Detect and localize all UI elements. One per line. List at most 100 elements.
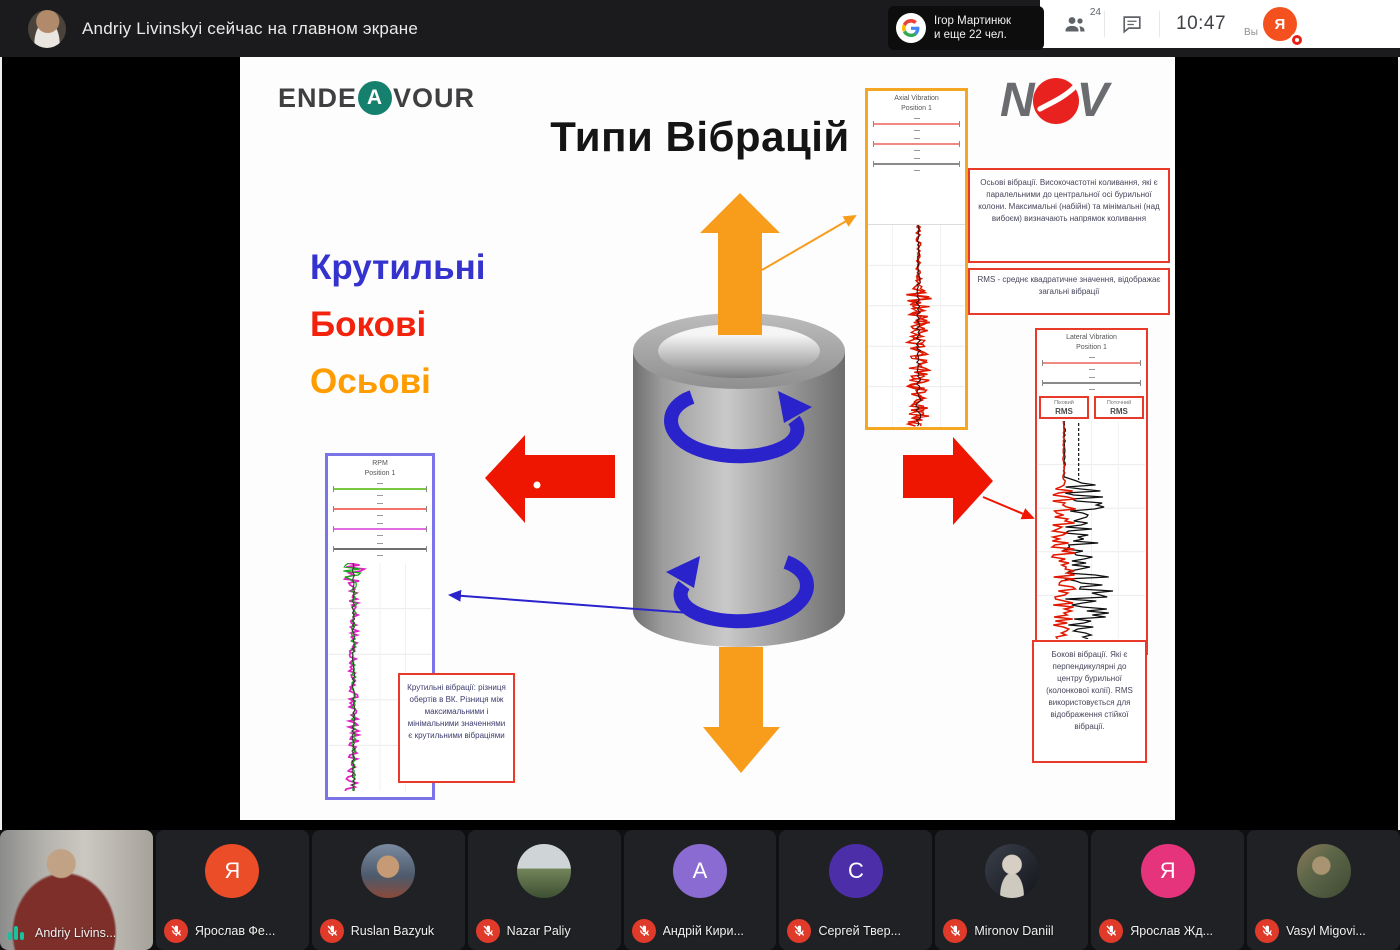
notification-toast[interactable]: Ігор Мартинюк и еще 22 чел. <box>888 6 1044 50</box>
participants-count-badge: 24 <box>1089 7 1101 18</box>
axial-panel-title: Axial Vibration <box>894 95 939 102</box>
rms-box-value: RMS <box>1055 406 1073 416</box>
participant-name: Vasyl Migovi... <box>1286 924 1366 938</box>
participant-tile[interactable]: А Андрій Кири... <box>623 830 777 950</box>
rms-box-caption: Поточний <box>1106 400 1132 407</box>
nov-logo-n: N <box>1000 74 1035 127</box>
toolbar-divider <box>1104 11 1105 37</box>
toast-participant-count: и еще 22 чел. <box>934 29 1007 41</box>
participant-name: Ruslan Bazyuk <box>350 924 435 938</box>
endeavour-logo: ENDE A VOUR <box>278 81 475 115</box>
participant-name: Andriy Livins... <box>35 926 117 940</box>
participant-tile[interactable]: Andriy Livins... <box>0 830 153 950</box>
mic-muted-icon <box>943 919 968 943</box>
mic-muted-icon <box>1255 919 1280 943</box>
participant-name: Ярослав Жд... <box>1130 924 1214 938</box>
rpm-panel-title: RPM <box>372 460 388 467</box>
lateral-panel-subtitle: Position 1 <box>1076 344 1107 352</box>
participant-tile[interactable]: Ruslan Bazyuk <box>311 830 465 950</box>
participant-name: Андрій Кири... <box>662 924 744 938</box>
connector-to-lateral-panel <box>982 496 1035 520</box>
participant-name-row: Сергей Твер... <box>787 919 926 943</box>
axial-arrow-down <box>703 647 780 773</box>
presenter-avatar <box>28 9 66 48</box>
participant-name: Ярослав Фе... <box>194 924 276 938</box>
toolbar-divider <box>1159 11 1160 37</box>
google-logo-icon <box>896 13 926 43</box>
mic-muted-icon <box>475 919 500 943</box>
endeavour-logo-text: VOUR <box>393 82 476 113</box>
self-avatar[interactable]: Я <box>1262 7 1304 47</box>
axial-vibration-panel: Axial Vibration Position 1 <box>865 88 968 430</box>
vibration-type-torsional: Крутильні <box>310 248 486 287</box>
slider-row <box>330 539 430 559</box>
participant-avatar: С <box>828 844 883 898</box>
mic-muted-icon <box>319 919 344 943</box>
slider-row <box>870 134 963 154</box>
mic-muted-icon <box>787 919 812 943</box>
rpm-chart <box>329 563 431 792</box>
self-avatar-letter: Я <box>1274 15 1286 33</box>
slider-row <box>330 499 430 519</box>
toast-participant-name: Ігор Мартинюк <box>934 14 1012 27</box>
participant-avatar <box>517 844 572 898</box>
rms-box: Поточний RMS <box>1094 396 1144 420</box>
mic-muted-icon <box>1099 919 1124 943</box>
rms-box: Піковий RMS <box>1039 396 1089 420</box>
participant-name: Nazar Paliy <box>506 924 571 938</box>
participant-tile[interactable]: Mironov Daniil <box>935 830 1089 950</box>
vibration-type-axial: Осьові <box>310 362 431 401</box>
nov-logo-v: V <box>1076 74 1109 127</box>
nov-logo-disc <box>1032 77 1079 124</box>
participant-name-row: Vasyl Migovi... <box>1255 919 1394 943</box>
chat-button[interactable] <box>1121 13 1143 35</box>
participant-name-row: Ярослав Фе... <box>163 919 303 943</box>
participant-avatar <box>984 844 1039 898</box>
nov-logo: N V <box>1000 73 1109 128</box>
lateral-arrow-right <box>903 437 993 525</box>
speaking-indicator-icon <box>8 923 28 943</box>
axial-note-box: Осьові вібрації. Високочастотні коливанн… <box>968 168 1170 263</box>
participant-name-row: Андрій Кири... <box>631 919 771 943</box>
participant-avatar <box>361 844 416 898</box>
participant-name-row: Nazar Paliy <box>475 919 615 943</box>
notification-badge <box>1289 33 1304 47</box>
presenting-banner: Andriy Livinskyi сейчас на главном экран… <box>82 18 418 38</box>
participant-avatar <box>1296 844 1351 898</box>
drill-collar-cylinder <box>633 351 845 647</box>
rms-box-value: RMS <box>1110 406 1128 416</box>
rpm-panel-subtitle: Position 1 <box>364 470 396 478</box>
slider-row <box>330 519 430 539</box>
vibration-type-lateral: Бокові <box>310 305 427 344</box>
participant-avatar: Я <box>1140 844 1195 898</box>
participant-tile[interactable]: Vasyl Migovi... <box>1247 830 1400 950</box>
participant-tile[interactable]: Nazar Paliy <box>467 830 621 950</box>
participant-name-row: Ярослав Жд... <box>1099 919 1238 943</box>
slider-row <box>1039 373 1144 393</box>
presentation-slide: ENDE A VOUR Типи Вібрацій N V Крутильні … <box>240 57 1175 820</box>
participant-name-row: Mironov Daniil <box>943 919 1082 943</box>
lateral-vibration-panel: Lateral Vibration Position 1 Піковий RMS… <box>1035 328 1148 655</box>
participant-avatar: А <box>673 844 727 898</box>
slider-row <box>330 479 430 499</box>
participant-tile[interactable]: С Сергей Твер... <box>779 830 933 950</box>
slider-row <box>1039 353 1144 373</box>
clock-time: 10:47 <box>1176 13 1227 34</box>
participant-tile[interactable]: Я Ярослав Жд... <box>1091 830 1245 950</box>
participant-name: Mironov Daniil <box>974 924 1054 938</box>
meet-toolbar: 24 10:47 Вы Я <box>1040 0 1400 48</box>
mic-muted-icon <box>163 919 188 943</box>
participants-button[interactable]: 24 <box>1062 7 1101 36</box>
endeavour-logo-mark: A <box>358 81 393 115</box>
torsional-note-box: Крутильні вібрації: різниця обертів в ВК… <box>398 673 515 783</box>
endeavour-logo-text: ENDE <box>278 82 358 113</box>
slide-title: Типи Вібрацій <box>550 113 850 160</box>
lateral-vibration-chart <box>1038 421 1145 640</box>
lateral-panel-title: Lateral Vibration <box>1066 334 1117 341</box>
lateral-arrow-left <box>485 435 615 523</box>
mic-muted-icon <box>631 919 656 943</box>
vibration-type-list: Крутильні Бокові Осьові <box>310 247 485 403</box>
participant-name: Сергей Твер... <box>818 924 901 938</box>
